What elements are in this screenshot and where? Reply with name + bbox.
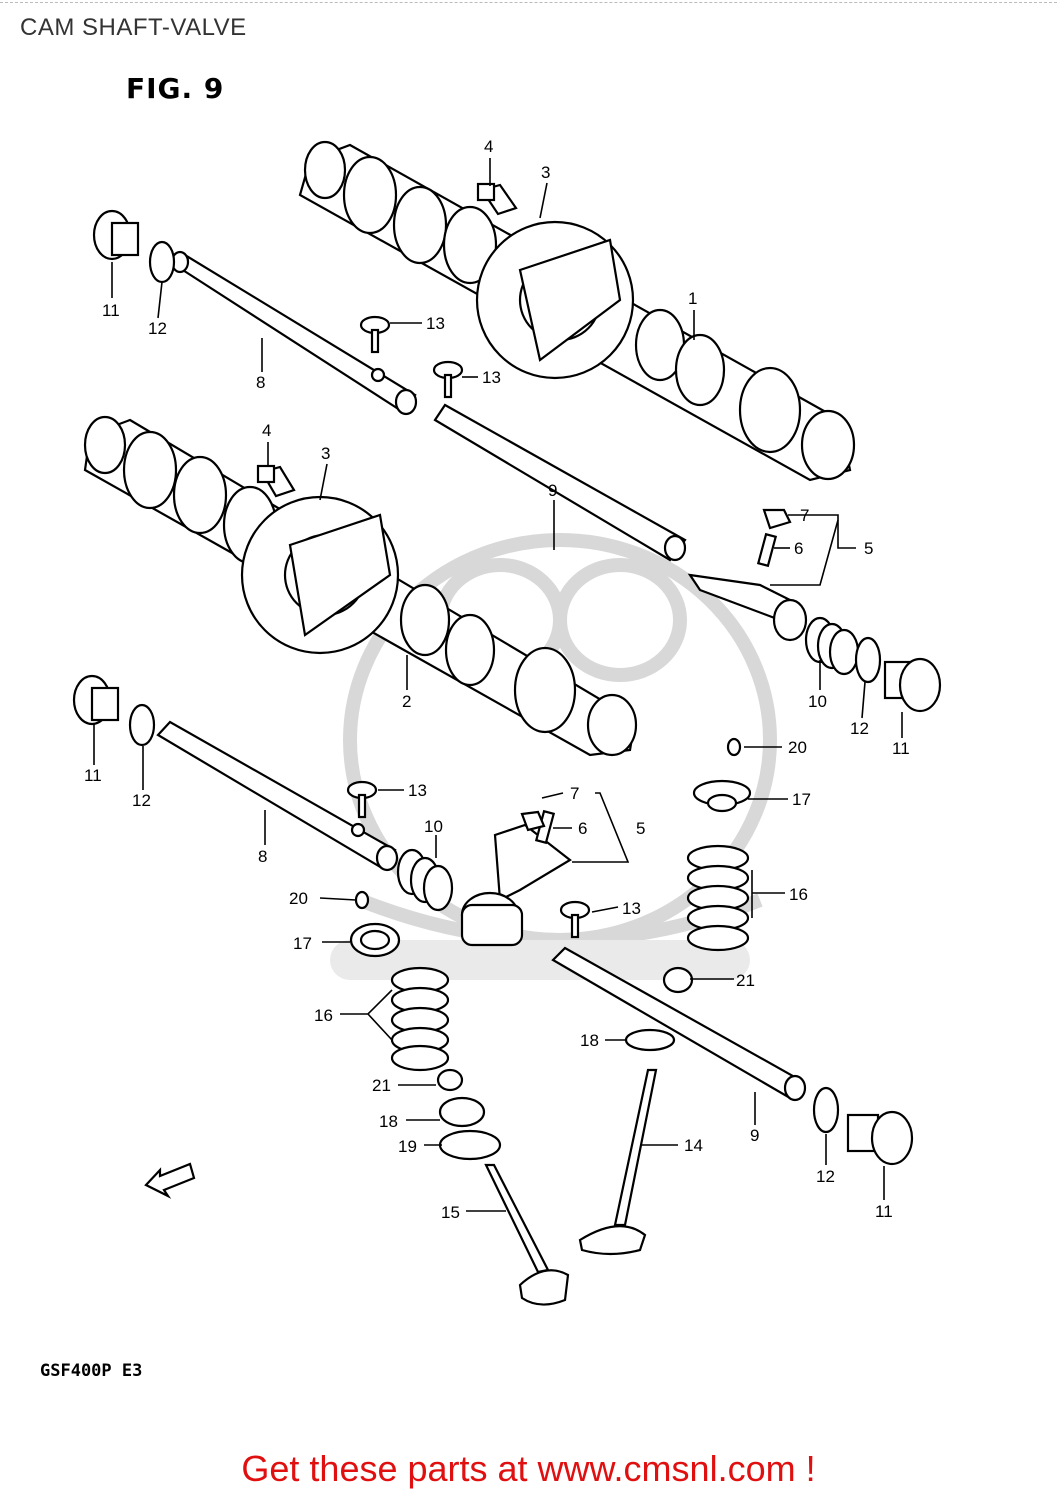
callout-1: 1 [688, 289, 697, 308]
valve-15 [484, 1163, 570, 1306]
callout-21: 21 [372, 1076, 391, 1095]
callout-16: 16 [314, 1006, 333, 1025]
screw-13-upper-b [432, 360, 464, 399]
figure-label: FIG. 9 [126, 72, 225, 105]
callout-11: 11 [892, 739, 910, 758]
callout-21: 21 [736, 971, 755, 990]
plug-11-lower-left [72, 674, 120, 726]
callout-5: 5 [864, 539, 873, 558]
callout-4: 4 [262, 421, 271, 440]
callout-12: 12 [132, 791, 151, 810]
seal-21-left [436, 1068, 464, 1092]
plug-11-upper-right [883, 657, 942, 713]
cotter-20-left [354, 890, 370, 910]
retainer-17-left [349, 922, 401, 958]
callout-9: 9 [750, 1126, 759, 1145]
callout-19: 19 [398, 1137, 417, 1156]
washer-19 [438, 1129, 502, 1161]
gasket-12-upper-left [148, 240, 176, 284]
spring-16-left [390, 966, 450, 1072]
cotter-20-right [726, 737, 742, 757]
screw-13-lower-b [559, 900, 591, 939]
callout-11: 11 [84, 766, 102, 785]
seat-18-right [624, 1028, 676, 1052]
spring-10-lower [396, 848, 454, 912]
bolt-4-lower [256, 464, 296, 498]
gasket-12-lower-left [128, 703, 156, 747]
callout-10: 10 [808, 692, 827, 711]
callout-8: 8 [256, 373, 265, 392]
top-border [0, 2, 1057, 3]
page-title: CAM SHAFT-VALVE [20, 14, 247, 41]
callout-17: 17 [293, 934, 312, 953]
callout-11: 11 [875, 1202, 893, 1221]
callout-3: 3 [541, 163, 550, 182]
rocker-arm-5-upper [687, 508, 808, 642]
seal-21-right [662, 966, 694, 994]
callout-5: 5 [636, 819, 645, 838]
callout-13: 13 [408, 781, 427, 800]
rocker-arm-5-lower [460, 809, 572, 947]
spring-16-right [686, 844, 750, 952]
model-code: GSF400P E3 [40, 1361, 143, 1381]
retainer-17-right [692, 779, 752, 813]
rocker-shaft-9-lower [551, 946, 807, 1102]
rocker-shaft-8-lower [156, 720, 399, 872]
cam-sprocket-3-lower [240, 495, 400, 655]
callout-17: 17 [792, 790, 811, 809]
callout-18: 18 [580, 1031, 599, 1050]
screw-13-lower-a [346, 780, 378, 819]
leader-lines [93, 158, 903, 1212]
callout-13: 13 [482, 368, 501, 387]
callout-2: 2 [402, 692, 411, 711]
callout-12: 12 [850, 719, 869, 738]
rocker-shaft-8-upper [170, 250, 418, 416]
callout-10: 10 [424, 817, 443, 836]
spring-10-upper [804, 616, 860, 676]
callout-18: 18 [379, 1112, 398, 1131]
callout-11: 11 [102, 301, 120, 320]
callout-4: 4 [484, 137, 493, 156]
callout-20: 20 [788, 738, 807, 757]
callout-13: 13 [426, 314, 445, 333]
callout-13: 13 [622, 899, 641, 918]
callout-7: 7 [800, 506, 809, 525]
cta-link-text[interactable]: Get these parts at www.cmsnl.com ! [241, 1448, 816, 1489]
fwd-arrow-icon [144, 1162, 196, 1199]
callout-6: 6 [794, 539, 803, 558]
callout-12: 12 [148, 319, 167, 338]
callout-3: 3 [321, 444, 330, 463]
rocker-shaft-9-upper [433, 403, 687, 562]
callout-6: 6 [578, 819, 587, 838]
gasket-12-upper-right [854, 636, 882, 684]
cam-sprocket-3-upper [475, 220, 635, 380]
bolt-4-upper [476, 182, 518, 216]
callout-16: 16 [789, 885, 808, 904]
callout-8: 8 [258, 847, 267, 866]
callout-12: 12 [816, 1167, 835, 1186]
callout-labels: 4 3 11 12 13 1 8 13 4 3 9 7 6 5 2 10 12 … [84, 137, 910, 1222]
plug-11-upper-left [92, 209, 140, 261]
callout-9: 9 [548, 481, 557, 500]
callout-20: 20 [289, 889, 308, 908]
screw-13-upper-a [359, 315, 391, 354]
callout-7: 7 [570, 784, 579, 803]
callout-14: 14 [684, 1136, 703, 1155]
seat-18-left [438, 1096, 486, 1128]
plug-11-lower-right [846, 1110, 914, 1166]
gasket-12-lower-right [812, 1086, 840, 1134]
callout-15: 15 [441, 1203, 460, 1222]
valve-14 [578, 1068, 658, 1256]
